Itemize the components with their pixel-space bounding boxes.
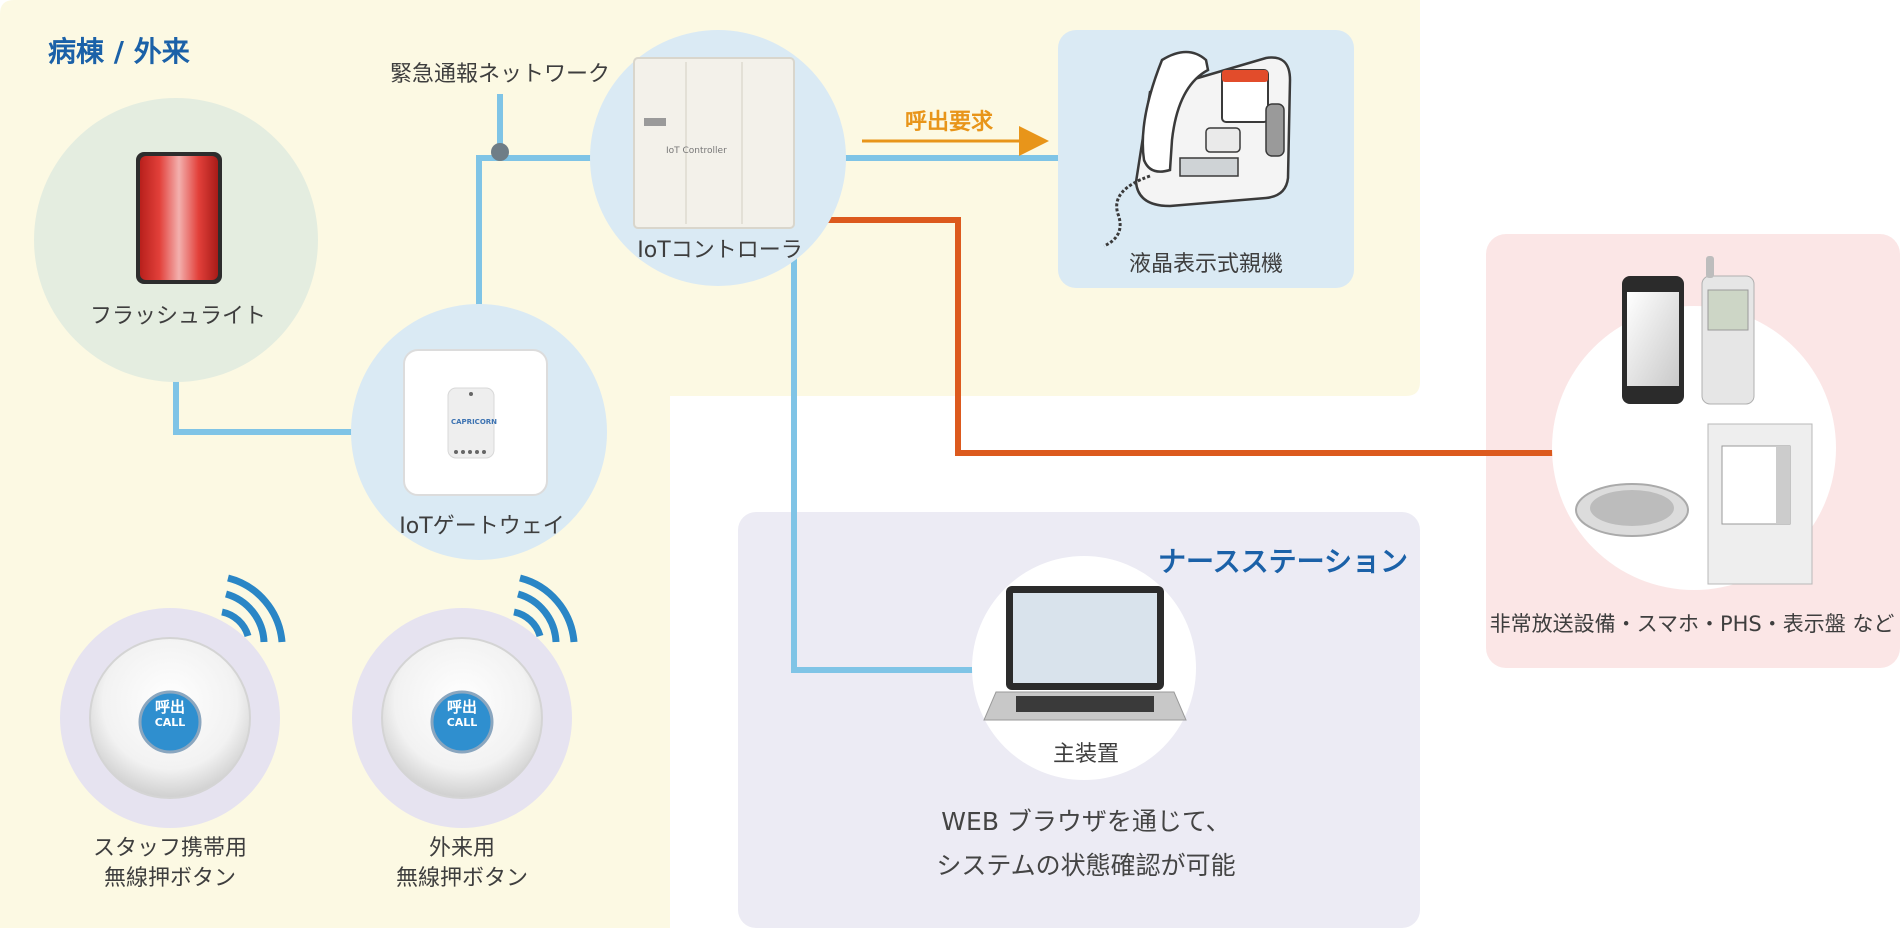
call-button-subtext: CALL [446,716,478,729]
outpatient-button-face: 呼出 CALL [432,700,492,730]
flashlight-device [34,98,318,382]
call-button-text: 呼出 [446,698,477,716]
network-junction [491,143,509,161]
gateway-led [482,450,486,454]
request-label: 呼出要求 [905,110,994,135]
controller-panel-text: IoT Controller [666,146,727,156]
gateway-led [475,450,479,454]
controller-device [590,30,846,286]
outpatient-button-device [352,574,578,828]
flashlight-label: フラッシュライト [89,304,267,329]
master-station-phone [1103,50,1292,248]
gateway-led [468,450,472,454]
staff-button-face: 呼出 CALL [140,700,200,730]
controller-main-unit-line [791,255,974,673]
ward-zone-title: 病棟 / 外来 [48,35,190,68]
outpatient-button-label: 外来用 無線押ボタン [396,834,528,894]
external-devices [1552,256,1836,590]
staff-button-label-line1: スタッフ携帯用 [92,836,248,861]
nurse-station-title: ナースステーション [1158,545,1409,578]
staff-button-label: スタッフ携帯用 無線押ボタン [93,834,247,894]
network-label: 緊急通報ネットワーク [389,62,611,87]
wireless-signal-icon [513,574,578,643]
nurse-station-desc-line2: システムの状態確認が可能 [936,851,1236,880]
gateway-controller-line [476,155,600,320]
controller-label: IoTコントローラ [637,238,803,263]
staff-button-device [60,574,286,828]
call-button-subtext: CALL [154,716,186,729]
outpatient-button-label-line2: 無線押ボタン [395,866,529,891]
nurse-station-desc-line1: WEB ブラウザを通じて、 [941,807,1231,836]
gateway-brand-text: CAPRICORN [451,418,498,426]
gateway-device [351,304,607,560]
wireless-signal-icon [221,574,286,643]
master-station-label: 液晶表示式親機 [1128,252,1284,277]
gateway-led [461,450,465,454]
outpatient-button-label-line1: 外来用 [428,836,496,861]
main-unit-label: 主装置 [1052,742,1120,767]
gateway-led [454,450,458,454]
alert-line [826,217,1554,456]
flashlight-gateway-line [173,380,360,435]
external-devices-label: 非常放送設備・スマホ・PHS・表示盤 など [1489,612,1895,636]
staff-button-label-line2: 無線押ボタン [103,866,237,891]
call-button-text: 呼出 [154,698,185,716]
nurse-station-description: WEB ブラウザを通じて、 システムの状態確認が可能 [936,800,1235,888]
main-unit-laptop [972,556,1196,780]
network-lines [173,94,1058,673]
gateway-label: IoTゲートウェイ [399,514,565,539]
